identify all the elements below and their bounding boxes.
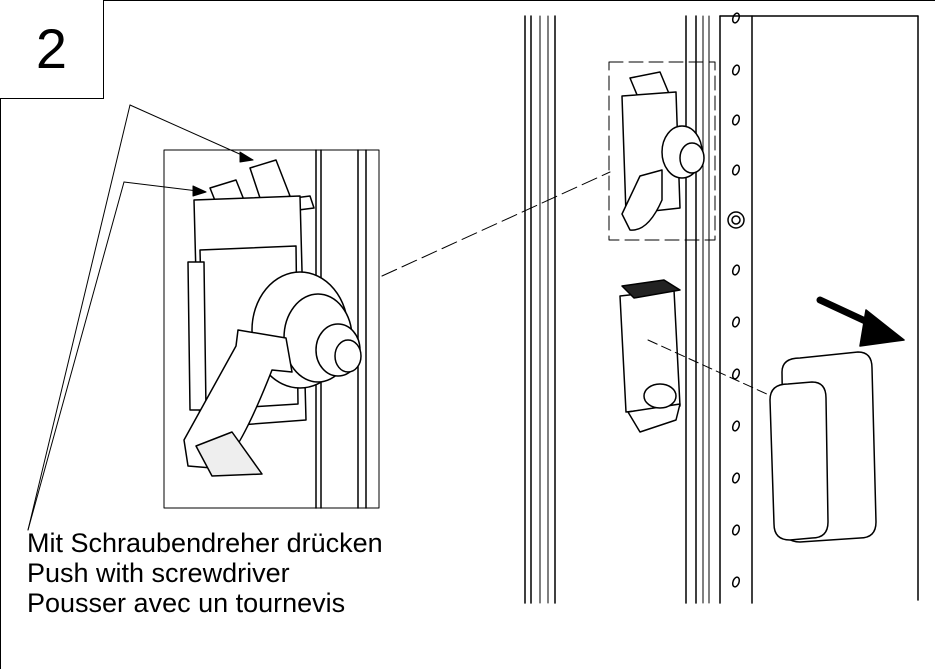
instruction-french: Pousser avec un tournevis	[27, 588, 346, 618]
instruction-german: Mit Schraubendreher drücken	[27, 528, 383, 558]
detail-frame	[163, 149, 380, 509]
instruction-caption: Mit Schraubendreher drücken Push with sc…	[27, 528, 383, 618]
screwdriver-leader-lines	[27, 104, 254, 531]
instruction-english: Push with screwdriver	[27, 558, 290, 588]
detail-view	[163, 149, 380, 509]
overview-view	[524, 12, 919, 604]
detail-connector	[381, 171, 611, 277]
receptacle-connector	[647, 339, 781, 401]
lock-mechanism-detail	[183, 159, 362, 477]
rail-holes	[727, 12, 745, 588]
step-number: 2	[35, 17, 68, 80]
detail-indicator	[608, 61, 716, 241]
cover-cap	[769, 351, 877, 543]
removal-arrow	[816, 296, 905, 347]
step-badge: 2	[0, 0, 104, 99]
lock-receptacle	[619, 279, 681, 433]
lock-mechanism-small	[621, 71, 705, 231]
